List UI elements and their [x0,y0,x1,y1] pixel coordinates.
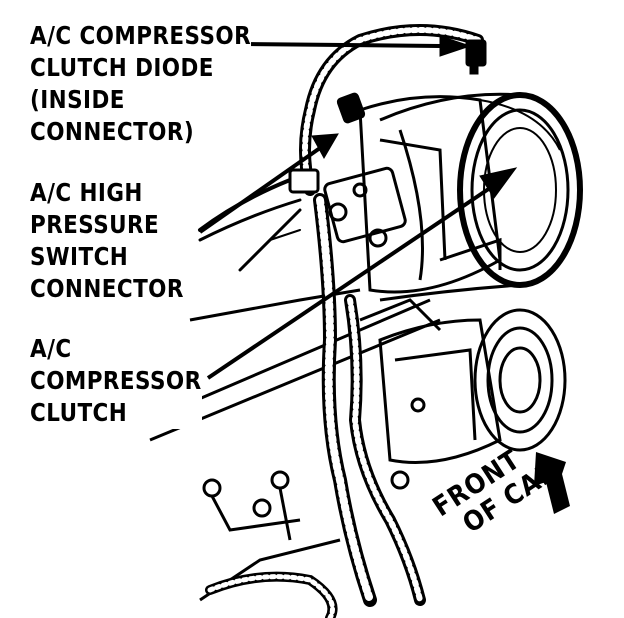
alternator [359,298,567,490]
leader-arrows [198,35,518,380]
callout-compressor-clutch-diode: A/C COMPRESSOR CLUTCH DIODE (INSIDE CONN… [30,20,252,148]
connectors [288,39,487,194]
callout-high-pressure-switch-connector: A/C HIGH PRESSURE SWITCH CONNECTOR [30,177,184,305]
callout-line: A/C [30,334,72,363]
front-of-car-arrow [534,452,570,514]
callout-line: COMPRESSOR [30,366,202,395]
callout-line: (INSIDE [30,85,125,114]
wiring-harness [198,24,484,618]
compressor-body [323,95,502,294]
callout-line: CLUTCH [30,398,128,427]
callout-line: SWITCH [30,242,129,271]
callout-line: A/C COMPRESSOR [30,21,252,50]
compressor-pulley [379,92,583,302]
mounting-bolts [202,470,301,541]
callout-compressor-clutch: A/C COMPRESSOR CLUTCH [30,333,202,429]
callout-line: CONNECTOR [30,274,184,303]
callout-line: CONNECTOR) [30,117,195,146]
callout-line: PRESSURE [30,210,160,239]
callout-line: A/C HIGH [30,178,143,207]
callout-line: CLUTCH DIODE [30,53,214,82]
